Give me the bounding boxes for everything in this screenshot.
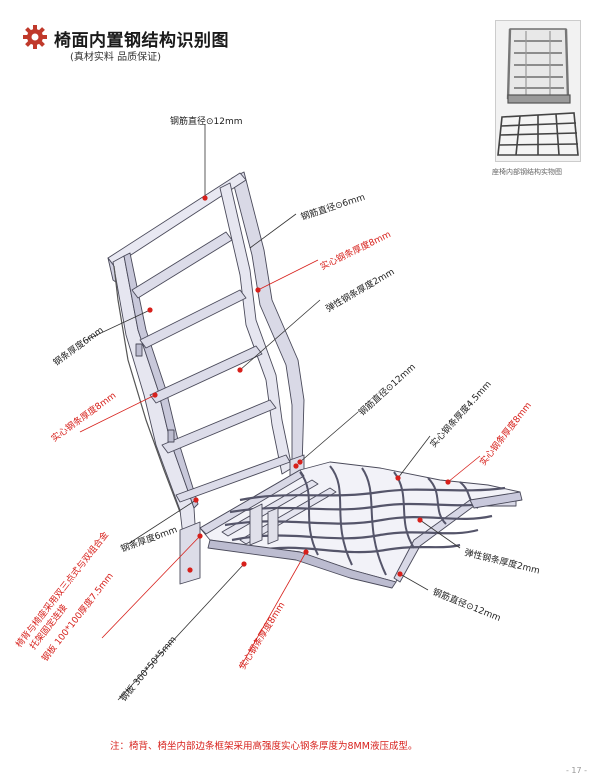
footnote: 注：椅背、椅坐内部边条框架采用高强度实心钢条厚度为8MM液压成型。 — [110, 741, 418, 752]
label-steel-plate: 钢板 300*50*5mm — [117, 634, 179, 704]
label-solid-strip-8mm-bottom: 实心钢条厚度8mm — [236, 600, 287, 672]
label-solid-strip-8mm-left: 实心钢条厚度8mm — [49, 389, 119, 444]
label-solid-strip-8mm-upper: 实心钢条厚度8mm — [318, 228, 393, 273]
label-strip-45mm: 实心钢条厚度4.5mm — [427, 378, 493, 450]
seat-frame — [179, 454, 523, 589]
page-subtitle: (真材实料 品质保证) — [70, 52, 161, 63]
reference-photo — [495, 20, 581, 162]
label-elastic-strip-2mm-lower: 弹性钢条厚度2mm — [463, 546, 541, 576]
label-rebar-12mm-top: 钢筋直径⊙12mm — [170, 115, 243, 127]
page-title: 椅面内置钢结构识别图 — [54, 31, 229, 51]
label-strip-6mm-left: 钢条厚度6mm — [51, 324, 106, 369]
marker-dots — [147, 195, 451, 577]
backrest-frame — [107, 171, 305, 546]
label-rebar-6mm: 钢筋直径⊙6mm — [299, 191, 366, 223]
page-number: - 17 - — [566, 766, 588, 775]
gear-icon — [23, 25, 47, 49]
label-strip-6mm-lower: 钢条厚度6mm — [119, 523, 179, 555]
label-rebar-12mm-bottom: 钢筋直径⊙12mm — [431, 586, 503, 624]
label-rebar-12mm-mid: 钢筋直径⊙12mm — [356, 361, 418, 418]
leader-lines — [79, 124, 481, 701]
label-solid-strip-8mm-right: 实心钢条厚度8mm — [477, 400, 534, 468]
photo-caption: 座椅内部钢结构实物图 — [492, 168, 562, 176]
label-elastic-strip-2mm-upper: 弹性钢条厚度2mm — [324, 266, 397, 315]
